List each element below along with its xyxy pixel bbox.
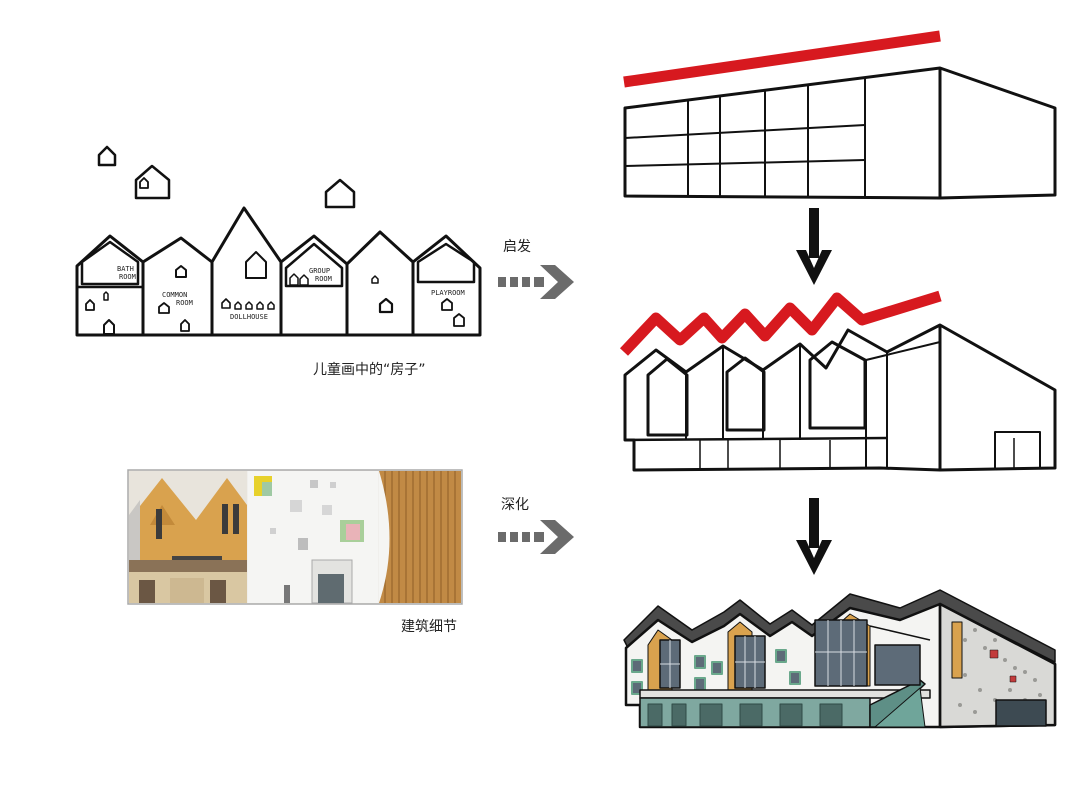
room-label: DOLLHOUSE	[230, 313, 268, 321]
house-row-outline	[75, 206, 482, 337]
room-label: PLAYROOM	[431, 289, 465, 297]
room-labels: BATH ROOM COMMON ROOM DOLLHOUSE GROUP RO…	[117, 265, 465, 321]
gabled-building-sketch	[619, 290, 1057, 472]
room-label: COMMON	[162, 291, 187, 299]
flat-roof-red-line	[623, 30, 941, 88]
floating-house-icon	[97, 145, 117, 167]
room-label: GROUP	[309, 267, 330, 275]
architecture-detail-caption: 建筑细节	[401, 619, 457, 635]
zigzag-roof-red-line	[619, 290, 942, 356]
floating-house-icon	[134, 164, 171, 200]
downward-arrow	[796, 498, 832, 575]
floating-house-icon	[139, 177, 149, 189]
childrens-house-drawing	[75, 145, 482, 337]
room-label: BATH	[117, 265, 134, 273]
childrens-drawing-caption: 儿童画中的“房子”	[313, 361, 426, 378]
deepen-label: 深化	[501, 497, 529, 513]
floating-house-icon	[324, 178, 356, 209]
inspiration-arrow	[498, 265, 574, 299]
room-label: ROOM	[176, 299, 193, 307]
box-building	[623, 30, 1057, 200]
inspiration-label: 启发	[503, 239, 531, 255]
final-building-render	[623, 589, 1057, 729]
deepen-arrow	[498, 520, 574, 554]
architecture-detail-photo	[127, 469, 463, 605]
room-label: ROOM	[315, 275, 332, 283]
downward-arrow	[796, 208, 832, 285]
room-label: ROOM	[119, 273, 136, 281]
